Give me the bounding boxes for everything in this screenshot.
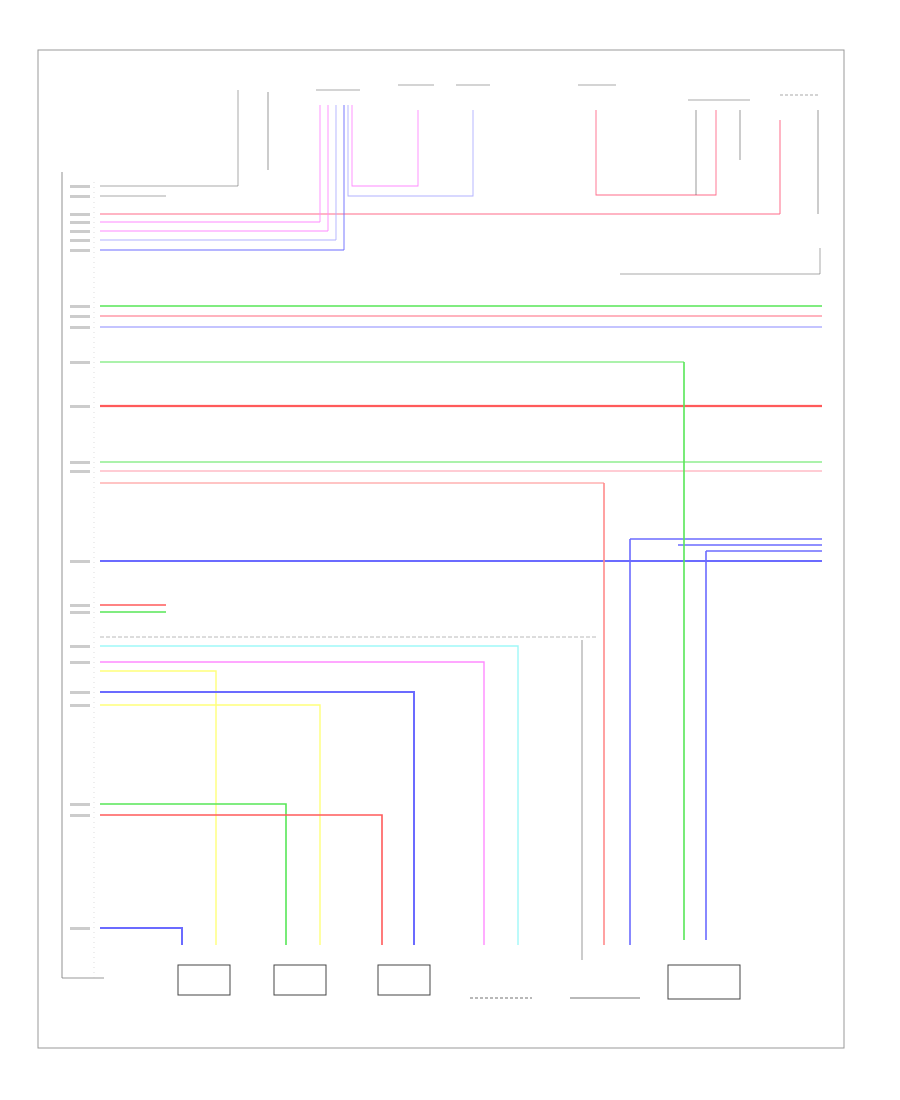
ecm-pin-ticks (70, 185, 90, 930)
diagram-frame (37, 49, 845, 1049)
long-bus-wires (100, 305, 822, 562)
ecm-connector-column (61, 172, 104, 979)
component-box-2 (273, 964, 327, 996)
component-box-6 (667, 964, 741, 1000)
top-wires (100, 90, 821, 275)
component-box-1 (177, 964, 231, 996)
bottom-components (177, 964, 741, 1000)
component-box-3 (377, 964, 431, 996)
top-connectors (316, 84, 820, 101)
vertical-drops-right (603, 362, 707, 945)
lower-wires (100, 604, 596, 960)
